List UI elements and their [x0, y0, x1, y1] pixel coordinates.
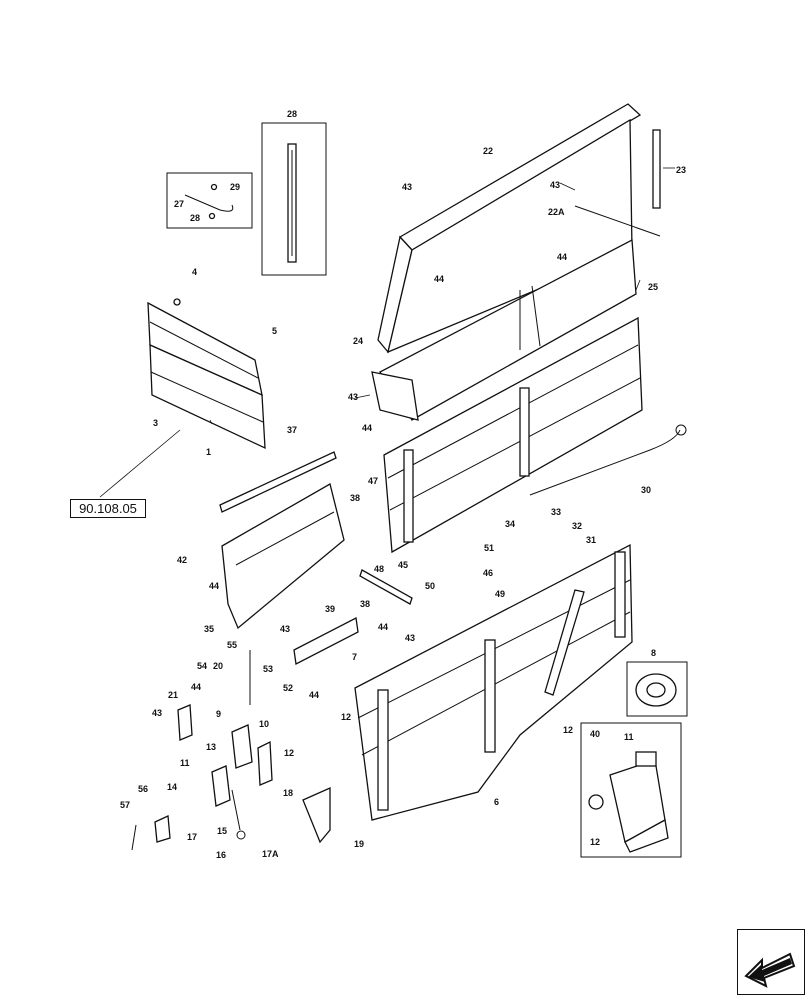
inset-rod-28 [261, 122, 327, 276]
callout-label: 45 [398, 560, 408, 570]
callout-label: 8 [651, 648, 656, 658]
callout-label: 37 [287, 425, 297, 435]
part-1-side-panel [147, 298, 266, 450]
callout-label: 44 [309, 690, 319, 700]
callout-label: 22 [483, 146, 493, 156]
callout-label: 29 [230, 182, 240, 192]
callout-label: 49 [495, 589, 505, 599]
callout-label: 5 [272, 326, 277, 336]
callout-label: 10 [259, 719, 269, 729]
callout-label: 17 [187, 832, 197, 842]
callout-label: 50 [425, 581, 435, 591]
callout-label: 22A [548, 207, 565, 217]
callout-label: 51 [484, 543, 494, 553]
inset-bracket-40 [580, 722, 682, 858]
part-37-strip [219, 451, 337, 513]
callout-label: 7 [352, 652, 357, 662]
callout-label: 15 [217, 826, 227, 836]
reference-link[interactable]: 90.108.05 [70, 499, 146, 518]
callout-label: 43 [152, 708, 162, 718]
leader-lines [99, 167, 675, 498]
callout-label: 44 [434, 274, 444, 284]
callout-label: 52 [283, 683, 293, 693]
callout-label: 53 [263, 664, 273, 674]
callout-label: 12 [284, 748, 294, 758]
callout-label: 24 [353, 336, 363, 346]
callout-label: 43 [280, 624, 290, 634]
callout-label: 42 [177, 555, 187, 565]
callout-label: 54 [197, 661, 207, 671]
return-arrow-button[interactable] [737, 929, 805, 995]
callout-label: 11 [624, 732, 634, 742]
callout-label: 17A [262, 849, 279, 859]
callout-label: 43 [402, 182, 412, 192]
callout-label: 23 [676, 165, 686, 175]
callout-label: 16 [216, 850, 226, 860]
callout-label: 56 [138, 784, 148, 794]
callout-label: 38 [350, 493, 360, 503]
callout-label: 43 [550, 180, 560, 190]
callout-label: 43 [348, 392, 358, 402]
part-38-bracket [359, 569, 413, 605]
callout-label: 1 [206, 447, 211, 457]
callout-label: 20 [213, 661, 223, 671]
callout-label: 38 [360, 599, 370, 609]
callout-label: 44 [378, 622, 388, 632]
inset-pulley-8 [626, 661, 688, 717]
callout-label: 12 [590, 837, 600, 847]
callout-label: 30 [641, 485, 651, 495]
callout-label: 44 [362, 423, 372, 433]
callout-labels: 28 29 27 28 4 5 3 1 22 23 43 43 22A 44 4… [120, 109, 686, 860]
callout-label: 18 [283, 788, 293, 798]
callout-label: 35 [204, 624, 214, 634]
callout-label: 44 [557, 252, 567, 262]
callout-label: 28 [287, 109, 297, 119]
callout-label: 11 [180, 758, 190, 768]
callout-label: 47 [368, 476, 378, 486]
callout-label: 39 [325, 604, 335, 614]
callout-label: 46 [483, 568, 493, 578]
callout-label: 12 [563, 725, 573, 735]
callout-label: 34 [505, 519, 515, 529]
callout-label: 3 [153, 418, 158, 428]
callout-label: 6 [494, 797, 499, 807]
part-25-upper-shield [371, 238, 637, 421]
callout-label: 9 [216, 709, 221, 719]
callout-label: 57 [120, 800, 130, 810]
callout-label: 4 [192, 267, 197, 277]
return-arrow-icon [744, 952, 796, 988]
part-22-top-rail [377, 103, 661, 354]
part-plate [293, 617, 359, 665]
callout-label: 32 [572, 521, 582, 531]
part-35-panel [221, 483, 345, 630]
callout-label: 33 [551, 507, 561, 517]
callout-label: 27 [174, 199, 184, 209]
callout-label: 55 [227, 640, 237, 650]
callout-label: 21 [168, 690, 178, 700]
part-34-mid-panel [383, 316, 687, 554]
callout-label: 44 [209, 581, 219, 591]
callout-label: 40 [590, 729, 600, 739]
callout-label: 44 [191, 682, 201, 692]
callout-label: 48 [374, 564, 384, 574]
callout-label: 12 [341, 712, 351, 722]
callout-label: 43 [405, 633, 415, 643]
callout-label: 19 [354, 839, 364, 849]
lower-hardware [131, 650, 331, 851]
callout-label: 25 [648, 282, 658, 292]
callout-label: 31 [586, 535, 596, 545]
part-6-lower-panel [354, 543, 633, 821]
inset-hook-27 [166, 172, 253, 229]
callout-label: 14 [167, 782, 177, 792]
callout-label: 13 [206, 742, 216, 752]
callout-label: 28 [190, 213, 200, 223]
